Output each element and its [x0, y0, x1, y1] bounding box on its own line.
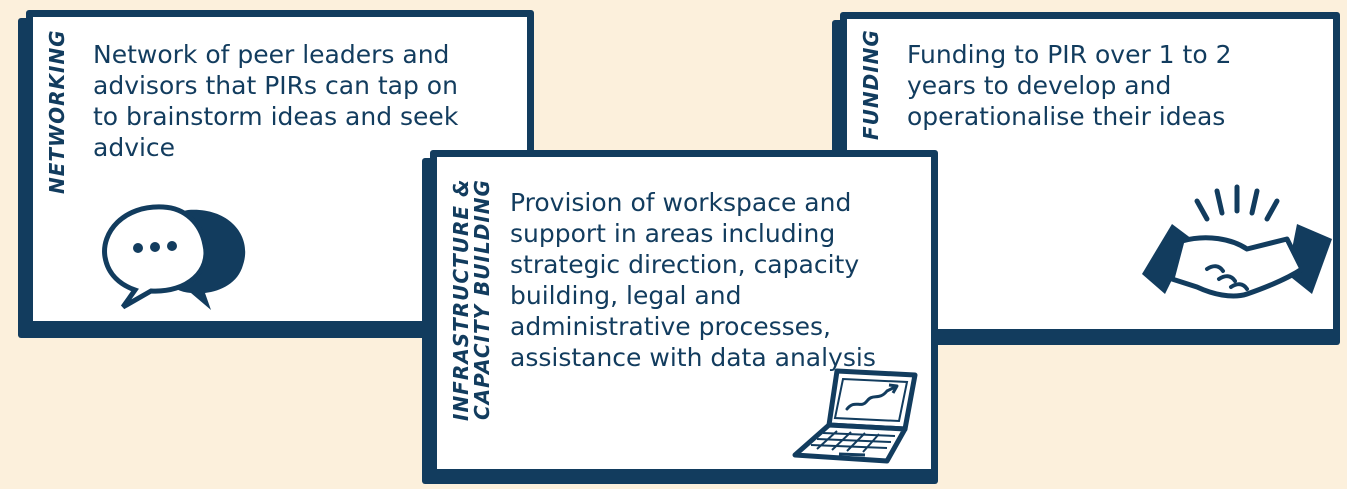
infrastructure-description: Provision of workspace and support in ar…: [510, 188, 876, 372]
infrastructure-label-line2: CAPACITY BUILDING: [470, 179, 494, 420]
speech-bubbles-icon: [102, 204, 246, 310]
infrastructure-card: INFRASTRUCTURE & CAPACITY BUILDING Provi…: [430, 150, 938, 476]
funding-description: Funding to PIR over 1 to 2 years to deve…: [907, 40, 1232, 131]
funding-label: FUNDING: [859, 29, 883, 140]
laptop-chart-icon: [792, 368, 918, 464]
networking-label: NETWORKING: [45, 29, 69, 194]
infrastructure-label-line1: INFRASTRUCTURE &: [449, 179, 473, 422]
networking-description: Network of peer leaders and advisors tha…: [93, 40, 459, 162]
infrastructure-label: INFRASTRUCTURE & CAPACITY BUILDING: [449, 179, 494, 469]
handshake-icon: [1142, 184, 1332, 299]
